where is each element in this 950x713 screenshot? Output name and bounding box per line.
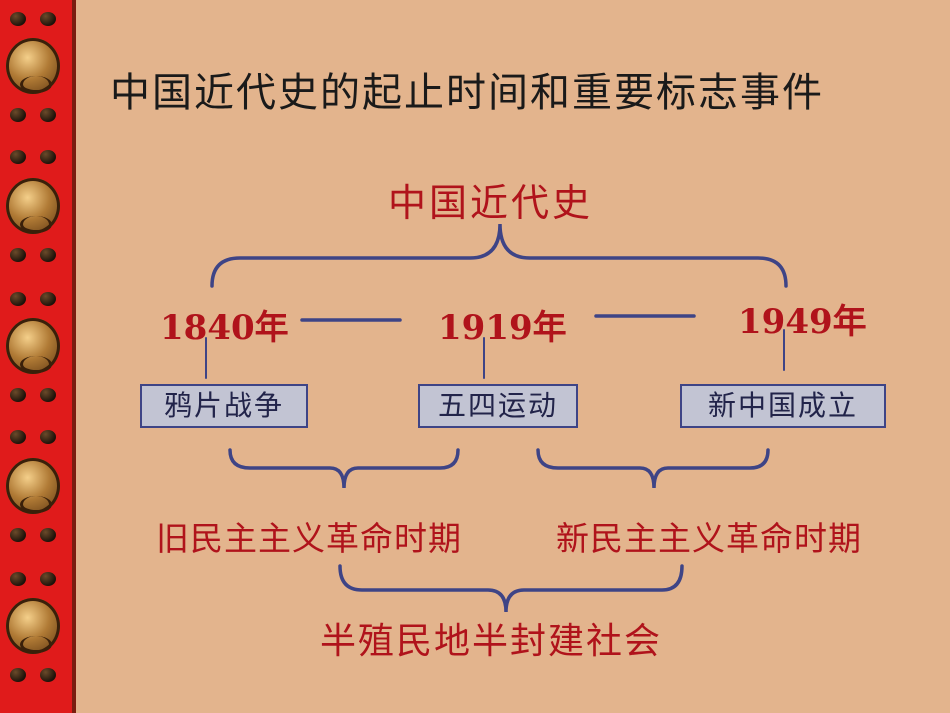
lion-knocker-icon xyxy=(6,598,60,654)
period-old-democratic: 旧民主主义革命时期 xyxy=(156,519,462,558)
stud-icon xyxy=(10,528,26,542)
period-new-democratic: 新民主主义革命时期 xyxy=(556,519,862,558)
stud-icon xyxy=(10,292,26,306)
event-box-may-fourth: 五四运动 xyxy=(418,384,578,428)
year-1919: 1919年 xyxy=(438,308,567,348)
stud-icon xyxy=(40,108,56,122)
stud-icon xyxy=(40,430,56,444)
old-period-brace xyxy=(228,448,460,489)
lion-knocker-icon xyxy=(6,178,60,234)
stud-icon xyxy=(10,248,26,262)
stud-icon xyxy=(10,108,26,122)
top-brace xyxy=(210,223,788,288)
stud-icon xyxy=(40,248,56,262)
stud-icon xyxy=(40,12,56,26)
event-box-opium-war: 鸦片战争 xyxy=(140,384,308,428)
stud-icon xyxy=(40,572,56,586)
society-label: 半殖民地半封建社会 xyxy=(320,621,663,662)
new-period-brace xyxy=(536,448,770,489)
root-label: 中国近代史 xyxy=(388,181,594,225)
lion-knocker-icon xyxy=(6,458,60,514)
decorative-border xyxy=(0,0,76,713)
stud-icon xyxy=(40,150,56,164)
lion-knocker-icon xyxy=(6,318,60,374)
year-1840: 1840年 xyxy=(160,308,289,348)
stud-icon xyxy=(40,668,56,682)
stud-icon xyxy=(10,572,26,586)
slide-title: 中国近代史的起止时间和重要标志事件 xyxy=(110,70,824,116)
stud-icon xyxy=(10,12,26,26)
lion-knocker-icon xyxy=(6,38,60,94)
event-box-prc-founding: 新中国成立 xyxy=(680,384,886,428)
stud-icon xyxy=(10,150,26,164)
stud-icon xyxy=(10,430,26,444)
stud-icon xyxy=(10,388,26,402)
year-1949: 1949年 xyxy=(738,302,867,342)
stud-icon xyxy=(40,292,56,306)
stud-icon xyxy=(40,528,56,542)
society-brace xyxy=(338,564,684,613)
stud-icon xyxy=(10,668,26,682)
stud-icon xyxy=(40,388,56,402)
